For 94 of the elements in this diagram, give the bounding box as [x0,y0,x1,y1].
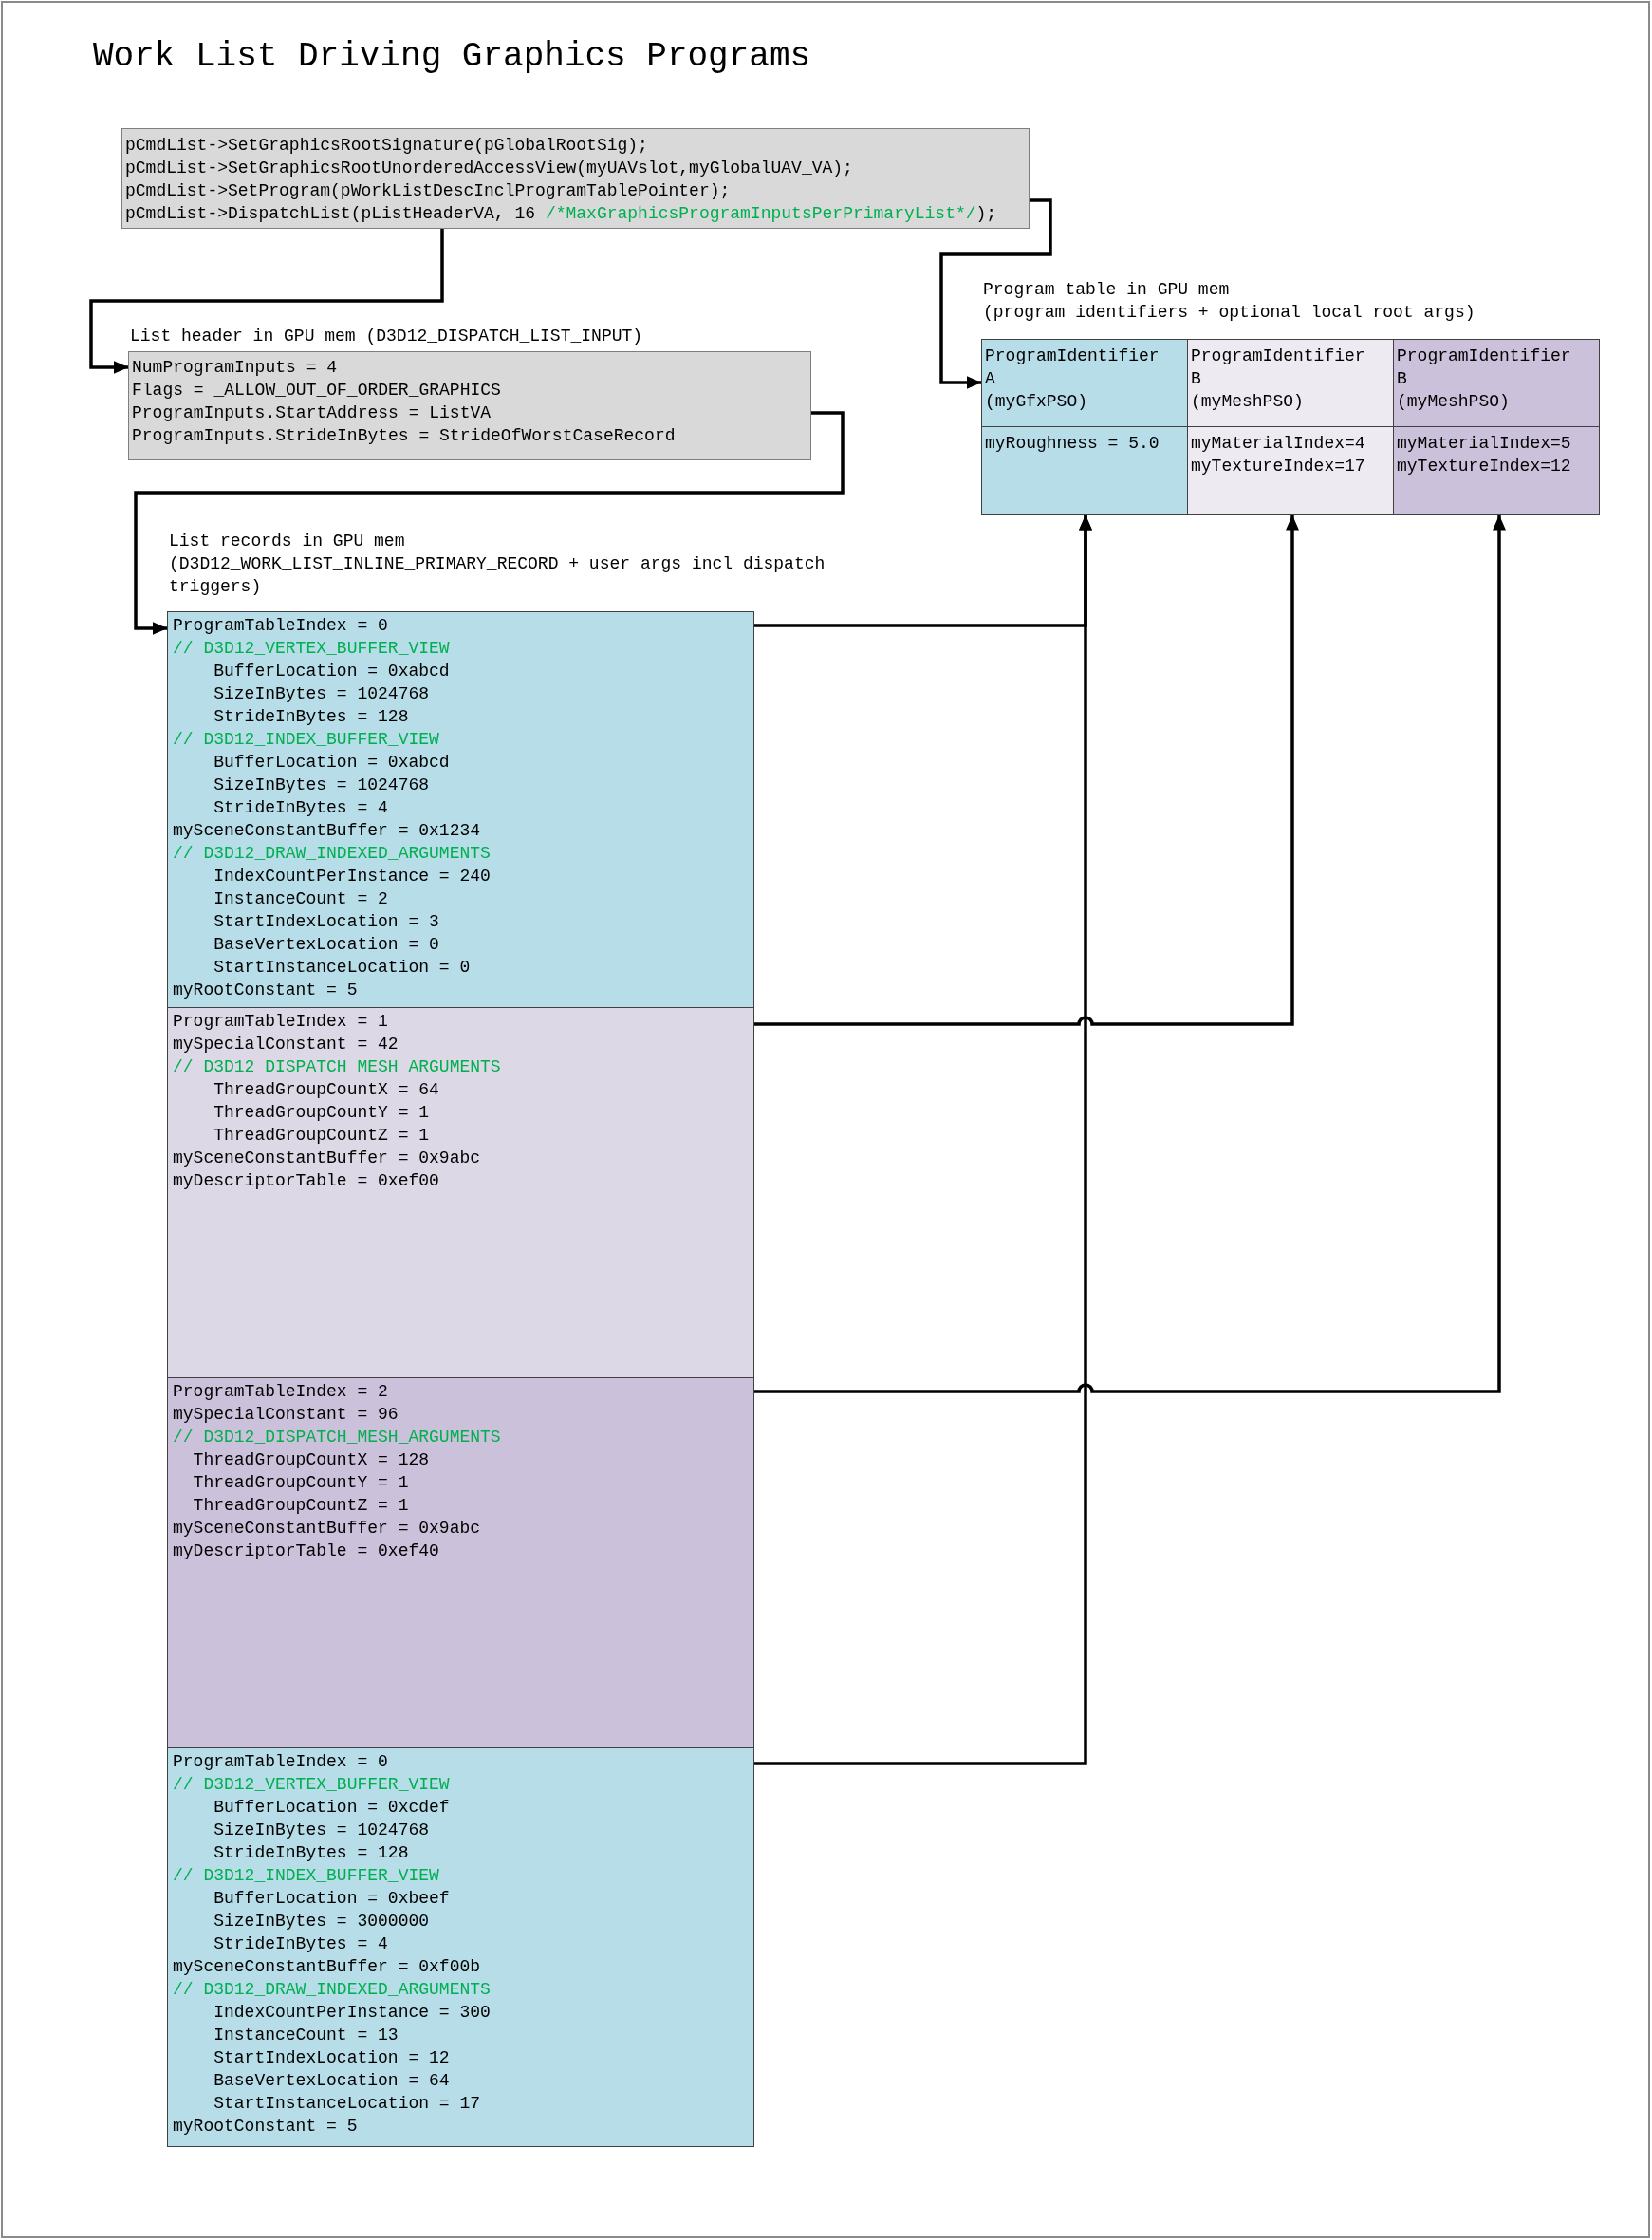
code-line: pCmdList->DispatchList(pListHeaderVA, 16 [125,203,536,225]
section-heading: (D3D12_WORK_LIST_INLINE_PRIMARY_RECORD + user args incl dispatch triggers) [169,553,826,598]
code-line: mySpecialConstant = 42 [173,1034,399,1055]
record-box [167,611,754,1008]
code-line: myRootConstant = 5 [173,2116,358,2137]
code-line: myDescriptorTable = 0xef00 [173,1170,439,1192]
code-line: (myGfxPSO) [985,391,1088,413]
code-line: SizeInBytes = 3000000 [213,1911,430,1932]
code-line: ProgramTableIndex = 0 [173,1751,388,1773]
code-line: StartInstanceLocation = 0 [213,957,471,979]
code-line: BufferLocation = 0xabcd [213,752,450,774]
code-line: pCmdList->SetGraphicsRootSignature(pGlobalRootSig); [125,135,648,157]
code-line: mySceneConstantBuffer = 0x1234 [173,820,481,842]
section-heading: (program identifiers + optional local root args) [983,302,1476,324]
code-line: ProgramInputs.StrideInBytes = StrideOfWorstCaseRecord [132,425,676,447]
code-comment: // D3D12_INDEX_BUFFER_VIEW [173,729,439,751]
code-line: BaseVertexLocation = 64 [213,2070,450,2092]
code-line: ProgramIdentifier B [1191,345,1366,390]
code-line: IndexCountPerInstance = 240 [213,866,491,887]
code-line: myMaterialIndex=4 [1191,433,1365,455]
code-line: Flags = _ALLOW_OUT_OF_ORDER_GRAPHICS [132,380,501,401]
code-comment: /*MaxGraphicsProgramInputsPerPrimaryList*/ [545,203,976,225]
table-header-cell [1393,339,1600,427]
code-line: StartIndexLocation = 12 [213,2047,450,2069]
code-line: InstanceCount = 2 [213,888,388,910]
record-box [167,1377,754,1748]
code-line: myMaterialIndex=5 [1397,433,1571,455]
code-comment: // D3D12_DISPATCH_MESH_ARGUMENTS [173,1427,501,1448]
table-cell [981,426,1188,515]
code-line: (myMeshPSO) [1397,391,1510,413]
record-box [167,1747,754,2147]
code-line: ProgramTableIndex = 2 [173,1381,388,1403]
code-line: ThreadGroupCountY = 1 [193,1472,409,1494]
code-line: myRoughness = 5.0 [985,433,1160,455]
code-comment: // D3D12_DISPATCH_MESH_ARGUMENTS [173,1056,501,1078]
code-line: BufferLocation = 0xcdef [213,1797,450,1819]
code-line: SizeInBytes = 1024768 [213,1820,430,1841]
arrow [754,514,1092,1765]
code-line: StrideInBytes = 4 [213,797,388,819]
code-line: SizeInBytes = 1024768 [213,683,430,705]
arrow [89,229,444,374]
code-line: SizeInBytes = 1024768 [213,775,430,796]
record-box [167,1007,754,1378]
code-line: myTextureIndex=12 [1397,456,1571,477]
diagram-title: Work List Driving Graphics Programs [93,36,811,78]
code-line: mySceneConstantBuffer = 0x9abc [173,1518,481,1540]
code-comment: // D3D12_DRAW_INDEXED_ARGUMENTS [173,843,491,865]
code-line: IndexCountPerInstance = 300 [213,2002,491,2024]
code-line: myDescriptorTable = 0xef40 [173,1540,439,1562]
code-line: StartIndexLocation = 3 [213,911,439,933]
code-line: StrideInBytes = 4 [213,1933,388,1955]
code-line: ); [975,203,997,225]
code-comment: // D3D12_INDEX_BUFFER_VIEW [173,1865,439,1887]
section-heading: List records in GPU mem [169,531,405,552]
code-line: StartInstanceLocation = 17 [213,2093,481,2115]
code-line: ProgramTableIndex = 0 [173,615,388,637]
code-line: ProgramTableIndex = 1 [173,1011,388,1033]
code-line: ThreadGroupCountZ = 1 [193,1495,409,1517]
table-header-cell [1187,339,1394,427]
code-line: ThreadGroupCountZ = 1 [213,1125,430,1147]
code-line: BaseVertexLocation = 0 [213,934,439,956]
arrow [134,411,845,635]
code-line: mySceneConstantBuffer = 0x9abc [173,1148,481,1169]
table-header-cell [981,339,1188,427]
code-box [121,128,1030,229]
code-line: (myMeshPSO) [1191,391,1304,413]
table-cell [1393,426,1600,515]
code-line: ProgramInputs.StartAddress = ListVA [132,402,492,424]
code-comment: // D3D12_DRAW_INDEXED_ARGUMENTS [173,1979,491,2001]
code-line: ThreadGroupCountX = 128 [193,1449,430,1471]
code-line: NumProgramInputs = 4 [132,357,338,379]
section-heading: Program table in GPU mem [983,279,1230,301]
code-line: InstanceCount = 13 [213,2025,399,2046]
code-line: myRootConstant = 5 [173,980,358,1001]
section-heading: List header in GPU mem (D3D12_DISPATCH_LIST_INPUT) [130,326,643,347]
code-line: mySceneConstantBuffer = 0xf00b [173,1956,481,1978]
code-line: ThreadGroupCountX = 64 [213,1079,439,1101]
code-line: StrideInBytes = 128 [213,706,409,728]
arrow [939,198,1052,389]
code-line: ProgramIdentifier A [985,345,1160,390]
code-comment: // D3D12_VERTEX_BUFFER_VIEW [173,638,450,660]
code-line: pCmdList->SetProgram(pWorkListDescInclProgramTablePointer); [125,180,731,202]
code-line: BufferLocation = 0xabcd [213,661,450,682]
arrow [754,514,1299,1026]
table-cell [1187,426,1394,515]
code-line: mySpecialConstant = 96 [173,1404,399,1426]
code-line: BufferLocation = 0xbeef [213,1888,450,1910]
code-line: StrideInBytes = 128 [213,1842,409,1864]
arrow [754,514,1506,1393]
code-comment: // D3D12_VERTEX_BUFFER_VIEW [173,1774,450,1796]
code-line: ProgramIdentifier B [1397,345,1572,390]
code-line: ThreadGroupCountY = 1 [213,1102,430,1124]
code-line: pCmdList->SetGraphicsRootUnorderedAccessView(myUAVslot,myGlobalUAV_VA); [125,158,853,179]
code-line: myTextureIndex=17 [1191,456,1365,477]
